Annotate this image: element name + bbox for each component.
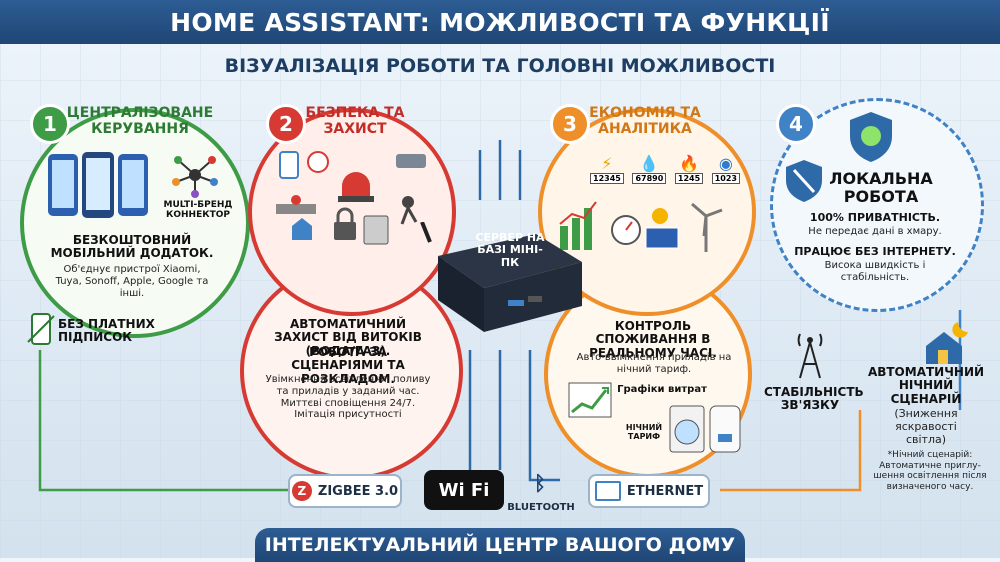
page-subtitle: ВІЗУАЛІЗАЦІЯ РОБОТИ ТА ГОЛОВНІ МОЖЛИВОСТ… [224,55,776,77]
section-3-number: 3 [550,104,590,144]
meter-value: 12345 [590,173,624,184]
night-scenario-title: АВТОМАТИЧНИЙ НІЧНИЙ СЦЕНАРІЙ [867,365,985,406]
mini-pc-icon [420,221,582,332]
water-meter-icon: 💧67890 [632,154,667,184]
section-3-title: ЕКОНОМІЯ ТА АНАЛІТИКА [589,105,701,137]
footer-title: ІНТЕЛЕКТУАЛЬНИЙ ЦЕНТР ВАШОГО ДОМУ [264,534,736,556]
privacy-title: 100% ПРИВАТНІСТЬ. [809,211,941,224]
night-scenario-note: *Нічний сценарій: Автоматичне приглу-шен… [873,450,987,492]
ethernet-label: ETHERNET [626,483,704,499]
free-app-title: БЕЗКОШТОВНИЙ МОБІЛЬНИЙ ДОДАТОК. [50,233,214,261]
virus-shield-icon [846,110,896,164]
section-4-number: 4 [776,104,816,144]
section-centralized-control [20,108,250,338]
wifi-badge: Wi Fi [424,470,504,510]
bluetooth-icon: ᛒ [534,471,546,495]
heat-meter-icon: ◉1023 [711,154,740,184]
leak-protection-title: АВТОМАТИЧНИЙ ЗАХИСТ ВІД ВИТОКІВ (ВОДА/ГА… [274,317,422,358]
electric-meter-icon: ⚡12345 [590,154,624,184]
consumption-control-title: КОНТРОЛЬ СПОЖИВАННЯ В РЕАЛЬНОМУ ЧАСІ. [589,319,717,360]
bluetooth-label: BLUETOOTH [507,502,575,513]
gas-meter-icon: 🔥1245 [674,154,704,184]
security-icons [272,148,432,248]
ethernet-icon [594,481,621,501]
scenarios-title: РОБОТА ЗА СЦЕНАРІЯМИ ТА РОЗКЛАДОМ. [291,345,405,386]
cost-graphs-label: Графіки витрат [617,384,707,395]
utility-meters: ⚡12345 💧67890 🔥1245 ◉1023 [590,148,740,190]
title-banner: HOME ASSISTANT: МОЖЛИВОСТІ ТА ФУНКЦІЇ [0,0,1000,44]
scenarios-desc: Увімкнення освітлення, поливу та приладі… [265,374,431,421]
section-1-title: ЦЕНТРАЛІЗОВАНЕ КЕРУВАННЯ [66,105,214,137]
zigbee-badge: Z ZIGBEE 3.0 [288,474,402,508]
no-subscription-icon [26,312,56,346]
meter-value: 1023 [711,173,740,184]
consumption-desc: Авто-ввімкнення приладів на нічний тариф… [576,352,732,375]
free-app-desc: Об'єднує пристрої Xiaomi, Tuya, Sonoff, … [55,264,209,299]
mini-pc-server: СЕРВЕР НА БАЗІ МІНІ-ПК [418,221,584,340]
phones-icon [44,150,154,222]
multi-brand-connector-label: MULTI-БРЕНД КОННЕКТОР [163,200,233,221]
section-2-number: 2 [266,104,306,144]
multi-brand-hub-icon [170,152,220,198]
no-cloud-shield-icon [782,158,826,204]
stability-label: СТАБІЛЬНІСТЬ ЗВ'ЯЗКУ [764,385,864,413]
energy-icons [556,196,736,256]
signal-tower-icon [790,330,830,380]
no-subscription-label: БЕЗ ПЛАТНИХ ПІДПИСОК [58,317,155,345]
night-scenario-paren: (Зниження яскравості світла) [894,407,958,446]
meter-value: 1245 [674,173,704,184]
meter-value: 67890 [632,173,667,184]
section-2-title: БЕЗПЕКА ТА ЗАХИСТ [305,105,405,137]
ethernet-badge: ETHERNET [588,474,710,508]
section-1-number: 1 [30,104,70,144]
section-4-title: ЛОКАЛЬНА РОБОТА [829,169,933,206]
appliances-icon [668,404,744,456]
chart-growth-icon [568,382,612,418]
offline-title: ПРАЦЮЄ БЕЗ ІНТЕРНЕТУ. [794,245,956,258]
wifi-label: Wi Fi [438,479,490,501]
offline-desc: Висока швидкість і стабільність. [824,260,926,283]
night-house-icon [918,318,974,366]
night-tariff-label: НІЧНИЙ ТАРИФ [625,423,663,441]
zigbee-label: ZIGBEE 3.0 [317,483,399,499]
page-title: HOME ASSISTANT: МОЖЛИВОСТІ ТА ФУНКЦІЇ [170,7,830,37]
server-label: СЕРВЕР НА БАЗІ МІНІ-ПК [475,231,545,269]
zigbee-icon: Z [291,481,312,501]
privacy-desc: Не передає дані в хмару. [808,226,942,237]
footer-banner: ІНТЕЛЕКТУАЛЬНИЙ ЦЕНТР ВАШОГО ДОМУ [255,528,745,562]
